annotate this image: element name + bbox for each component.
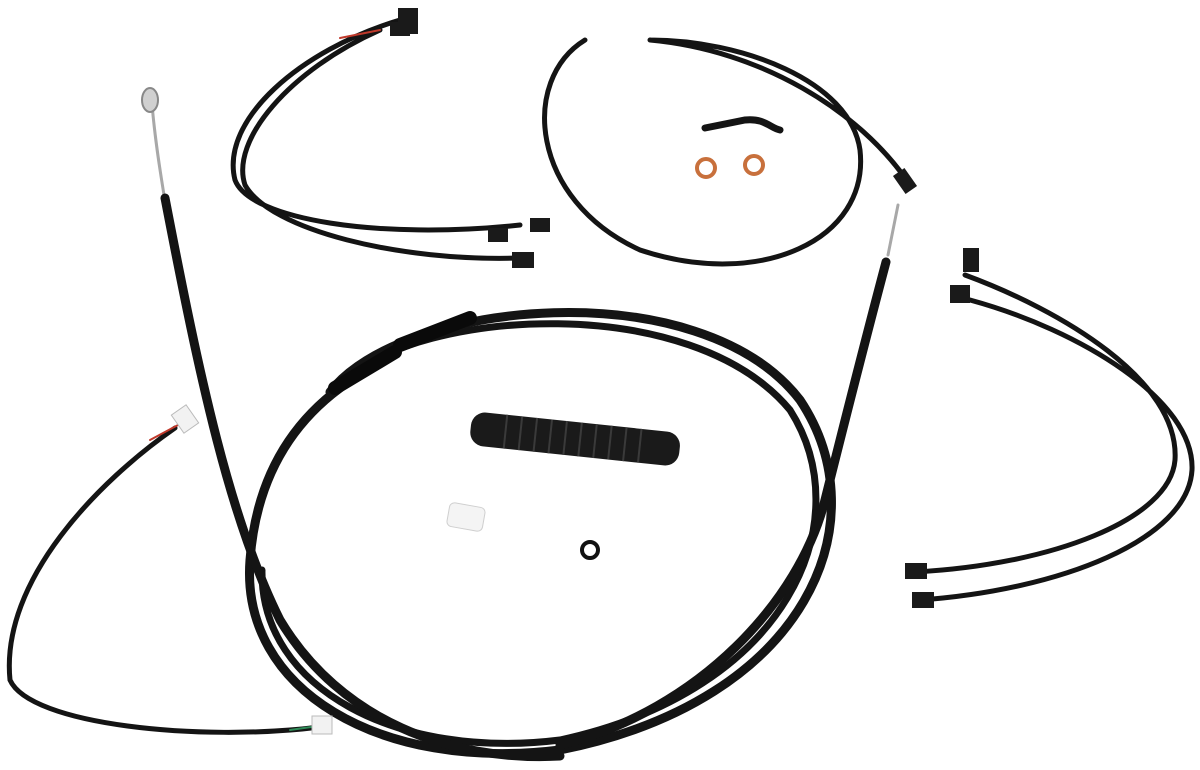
connector-white <box>311 715 333 735</box>
connector-black <box>963 248 979 272</box>
clutch-cable <box>555 257 891 750</box>
connectors <box>170 8 979 735</box>
handlebar-cable-loop-inner <box>258 320 820 747</box>
cable-end-eyelet <box>141 87 159 113</box>
brake-line <box>542 37 913 267</box>
o-ring <box>580 540 600 560</box>
connector-black <box>390 22 410 36</box>
clutch-cable-wire <box>886 203 900 257</box>
connector-black <box>905 563 927 579</box>
wiring-harness-right <box>912 272 1195 603</box>
wire-red <box>149 424 179 441</box>
connector-black <box>530 218 550 232</box>
connector-black <box>488 228 508 242</box>
throttle-cable <box>160 193 565 762</box>
banjo-fitting <box>701 116 784 134</box>
white-sleeve <box>446 502 486 532</box>
wiring-harness-left <box>6 425 323 735</box>
brake-line-fitting <box>892 167 918 195</box>
cable-sleeve <box>328 311 477 395</box>
connector-black <box>912 592 934 608</box>
wire-red <box>339 29 381 39</box>
connector-white <box>170 404 200 434</box>
rubber-boot <box>470 412 680 466</box>
copper-washer <box>743 154 765 176</box>
connector-black <box>512 252 534 268</box>
wiring-harness-top <box>230 17 523 261</box>
copper-washer <box>695 157 717 179</box>
connector-black <box>950 285 970 303</box>
throttle-cable-wire <box>150 102 166 197</box>
